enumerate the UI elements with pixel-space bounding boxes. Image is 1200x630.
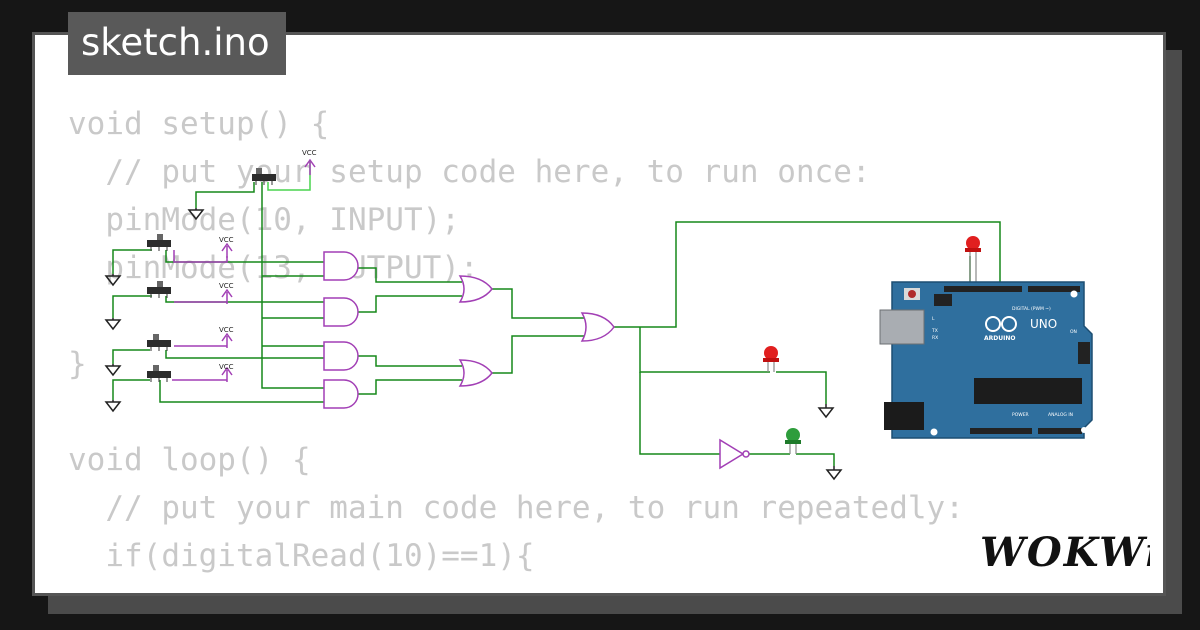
code-line: // put your main code here, to run repea… xyxy=(68,490,964,526)
or-gate xyxy=(580,312,615,342)
vcc-label: VCC xyxy=(302,149,317,157)
l-label: L xyxy=(932,316,935,322)
board-model-label: UNO xyxy=(1030,317,1057,331)
slide-switch[interactable] xyxy=(147,281,171,298)
and-gate xyxy=(323,251,359,281)
led-red xyxy=(965,236,981,288)
or-gate xyxy=(458,275,493,303)
code-line: if(digitalRead(10)==1){ xyxy=(68,538,535,574)
wokwi-logo-text: WOKWi xyxy=(980,529,1150,574)
code-line: digitalWrite(13, HIGH); xyxy=(68,580,1148,590)
code-line: // put your setup code here, to run once… xyxy=(68,154,871,190)
led-green xyxy=(785,428,801,454)
and-gate xyxy=(323,379,359,409)
code-line: void loop() { xyxy=(68,442,311,478)
ground-icon xyxy=(104,208,843,481)
power-label: POWER xyxy=(1012,412,1029,418)
tx-label: TX xyxy=(931,328,938,334)
rx-label: RX xyxy=(932,335,938,341)
code-line: pinMode(10, INPUT); xyxy=(68,202,460,238)
led-red xyxy=(763,346,779,372)
and-gate xyxy=(323,297,359,327)
board-brand-label: ARDUINO xyxy=(984,335,1015,342)
slide-switch[interactable] xyxy=(147,334,171,351)
digital-label: DIGITAL (PWM ~) xyxy=(1012,306,1051,312)
wokwi-logo: WOKWi xyxy=(980,529,1150,574)
not-gate xyxy=(719,438,745,470)
logic-gates xyxy=(323,251,750,470)
on-label: ON xyxy=(1070,329,1077,335)
not-gate-bubble xyxy=(742,450,750,458)
vcc-label: VCC xyxy=(219,326,234,334)
code-line: void setup() { xyxy=(68,106,330,142)
file-tab[interactable]: sketch.ino xyxy=(68,12,286,75)
slide-switch[interactable] xyxy=(147,234,171,251)
arduino-uno-board: UNO ARDUINO DIGITAL (PWM ~) POWER ANALOG… xyxy=(879,281,1093,439)
slide-switch[interactable] xyxy=(147,365,171,382)
wires xyxy=(112,182,1001,466)
code-editor: void setup() { // put your setup code he… xyxy=(68,100,1148,590)
vcc-label: VCC xyxy=(219,363,234,371)
analog-label: ANALOG IN xyxy=(1048,412,1073,418)
code-line: pinMode(13, OUTPUT); xyxy=(68,250,479,286)
code-line: } xyxy=(68,346,87,382)
vcc-labels: VCC VCC VCC VCC VCC xyxy=(219,149,317,371)
vcc-label: VCC xyxy=(219,282,234,290)
and-gate xyxy=(323,341,359,371)
or-gate xyxy=(458,359,493,387)
slide-switch[interactable] xyxy=(252,168,276,185)
vcc-icon xyxy=(172,158,316,382)
vcc-label: VCC xyxy=(219,236,234,244)
